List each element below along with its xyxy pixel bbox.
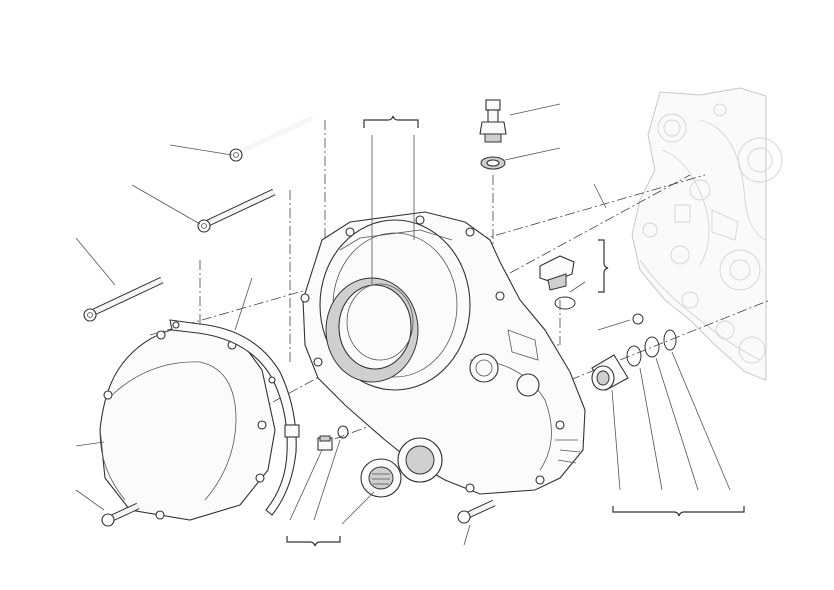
bolt [101, 502, 140, 527]
bolt [229, 115, 314, 162]
outer-clutch-cover [99, 326, 276, 521]
bolt [457, 499, 496, 524]
bracket-right [598, 239, 609, 293]
bracket-bottom-right [612, 506, 745, 517]
long-bolts [83, 115, 314, 322]
oil-pressure-sensor [479, 99, 507, 143]
bushing [591, 354, 629, 391]
bolt [197, 188, 276, 233]
clutch-cover-gasket [169, 319, 300, 516]
bolt [83, 276, 164, 322]
oil-seal [325, 277, 419, 383]
bracket-top [363, 115, 419, 128]
leader-lines [75, 103, 731, 546]
group-brackets [286, 115, 745, 547]
oil-filler-plug [539, 255, 575, 291]
drain-plug [317, 435, 333, 451]
sensor-washer [480, 156, 506, 170]
drain-plug-washer [337, 425, 349, 439]
short-bolts [101, 499, 496, 527]
rings [626, 313, 677, 367]
small-oil-seal [360, 458, 402, 498]
engine-crankcase [631, 87, 783, 381]
bracket-bottom-left [286, 536, 341, 547]
filler-plug-o-ring [554, 296, 576, 310]
